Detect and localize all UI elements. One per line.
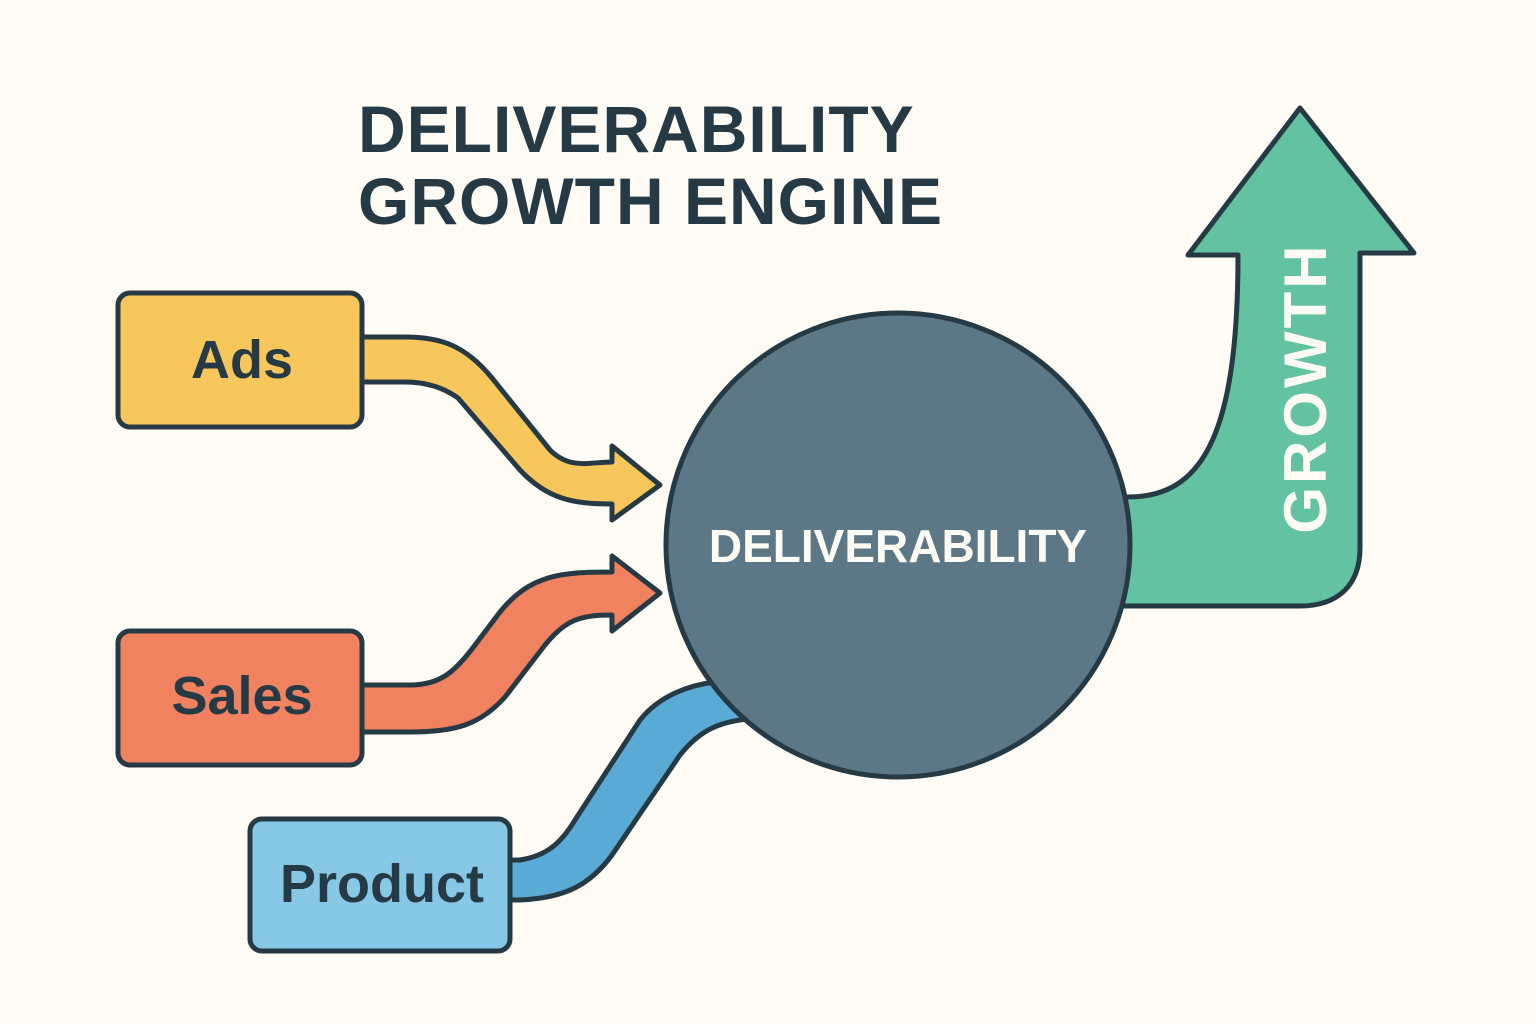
title-line-2: GROWTH ENGINE bbox=[358, 164, 943, 238]
sales-label: Sales bbox=[171, 666, 312, 726]
product-label: Product bbox=[280, 854, 484, 914]
sales-flow-arrow bbox=[359, 553, 663, 735]
product-box bbox=[247, 816, 513, 954]
growth-arrow bbox=[1107, 105, 1417, 609]
growth-label: GROWTH bbox=[1272, 242, 1339, 533]
ads-box bbox=[115, 290, 365, 430]
hub-label: DELIVERABILITY bbox=[709, 520, 1087, 572]
ads-label: Ads bbox=[191, 330, 293, 390]
product-flow-arrow bbox=[507, 679, 763, 903]
title-line-1: DELIVERABILITY bbox=[358, 92, 915, 166]
ads-flow-arrow bbox=[359, 334, 663, 523]
deliverability-hub bbox=[663, 310, 1133, 780]
sales-box bbox=[115, 628, 365, 768]
